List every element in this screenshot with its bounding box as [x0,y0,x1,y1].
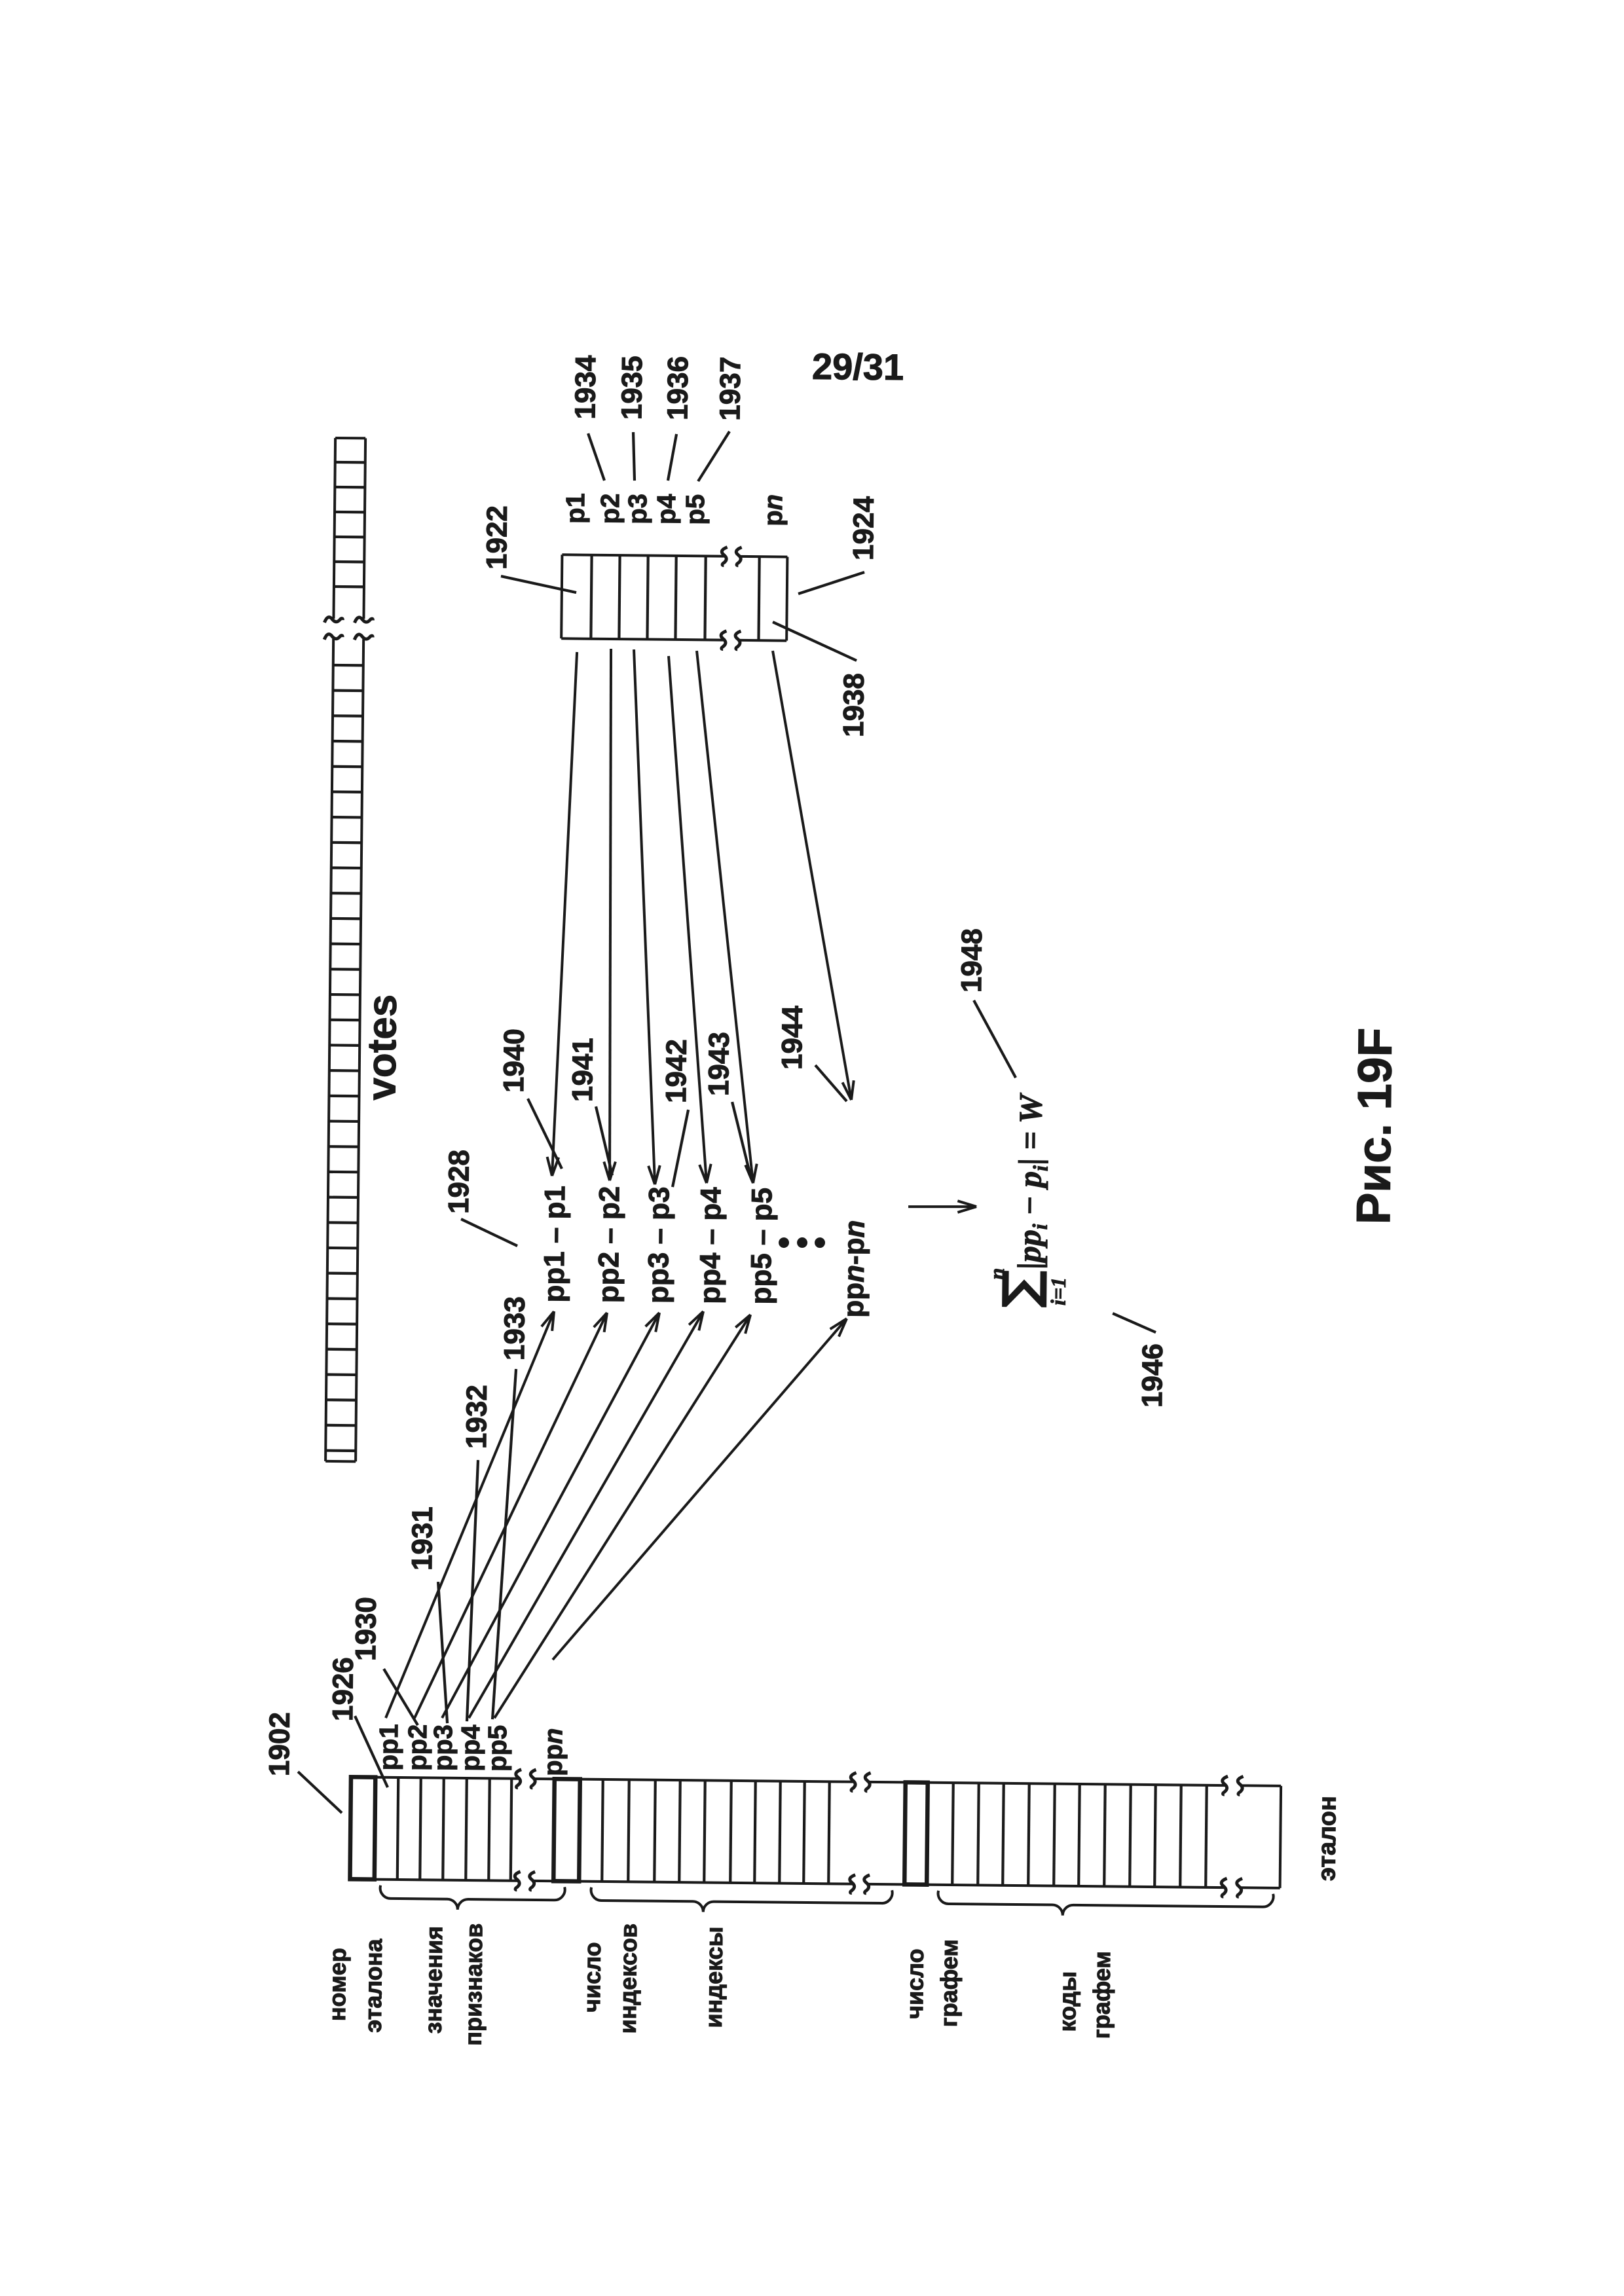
svg-text:pp4 – p4: pp4 – p4 [694,1187,728,1304]
svg-text:pp2: pp2 [403,1724,433,1771]
svg-text:Рис. 19F: Рис. 19F [1347,1027,1402,1224]
svg-text:votes: votes [359,994,405,1101]
svg-text:графем: графем [935,1939,963,2028]
svg-text:1946: 1946 [1136,1343,1169,1408]
svg-text:|ppi − pi| = W: |ppi − pi| = W [1010,1092,1053,1269]
svg-text:графем: графем [1088,1951,1115,2039]
svg-text:1937: 1937 [714,357,747,421]
svg-text:i=1: i=1 [1046,1277,1070,1305]
svg-text:индексов: индексов [614,1923,642,2034]
svg-text:ppn: ppn [539,1728,568,1776]
svg-text:1926: 1926 [327,1657,360,1721]
svg-text:признаков: признаков [460,1923,488,2046]
svg-text:pp5 – p5: pp5 – p5 [745,1188,779,1305]
svg-text:число: число [901,1948,929,2019]
svg-text:номер: номер [323,1948,351,2021]
svg-text:индексы: индексы [700,1926,728,2028]
svg-text:pp3: pp3 [429,1724,458,1772]
svg-text:1940: 1940 [498,1029,530,1093]
svg-text:p1: p1 [561,493,590,524]
svg-text:1902: 1902 [263,1712,296,1776]
svg-text:pp1: pp1 [375,1724,404,1771]
svg-text:1933: 1933 [498,1296,531,1360]
svg-text:p5: p5 [681,494,710,525]
svg-text:эталона: эталона [360,1938,387,2033]
svg-text:1936: 1936 [661,356,694,420]
svg-text:1930: 1930 [350,1597,382,1661]
svg-text:1935: 1935 [616,355,648,420]
svg-text:p2: p2 [596,493,625,524]
svg-text:1942: 1942 [660,1039,693,1103]
svg-text:1928: 1928 [443,1150,475,1214]
svg-text:1932: 1932 [460,1385,493,1449]
svg-text:1943: 1943 [703,1032,735,1096]
svg-text:коды: коды [1054,1971,1081,2032]
svg-text:pp3 – p3: pp3 – p3 [642,1186,676,1303]
svg-text:эталон: эталон [1314,1796,1342,1881]
svg-text:pp1 – p1: pp1 – p1 [538,1186,572,1303]
svg-text:n: n [985,1268,1008,1280]
svg-text:p3: p3 [623,494,652,524]
svg-text:pp5: pp5 [483,1725,513,1772]
svg-text:pp4: pp4 [456,1724,486,1772]
svg-text:29/31: 29/31 [812,346,904,388]
svg-text:1938: 1938 [838,673,870,737]
svg-text:число: число [578,1942,606,2013]
svg-text:1922: 1922 [481,505,513,570]
svg-text:1944: 1944 [776,1005,809,1070]
svg-text:pp2 – p2: pp2 – p2 [593,1186,626,1303]
svg-text:1931: 1931 [406,1506,439,1571]
svg-text:значения: значения [420,1926,448,2034]
svg-text:1934: 1934 [569,355,602,420]
svg-text:p4: p4 [652,494,681,525]
svg-text:pn: pn [759,494,788,526]
svg-text:ppn-pn: ppn-pn [838,1220,870,1318]
svg-text:1924: 1924 [847,496,880,560]
svg-text:1941: 1941 [566,1038,599,1102]
svg-text:1948: 1948 [955,928,988,993]
